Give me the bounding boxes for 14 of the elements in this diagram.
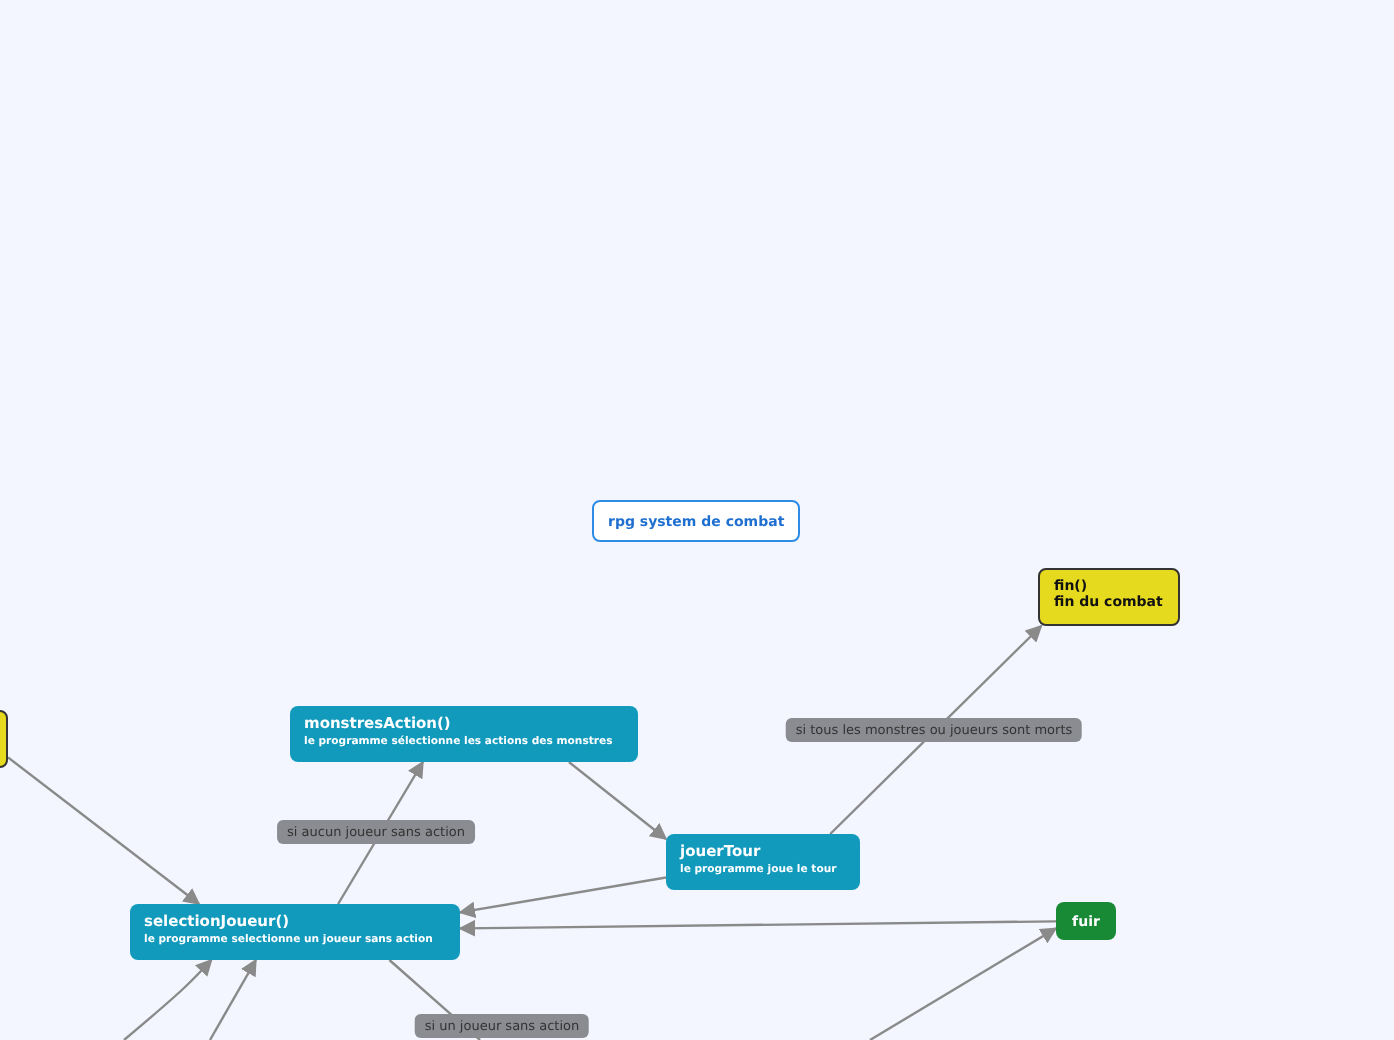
arrow <box>458 919 1056 937</box>
arrow <box>568 761 668 840</box>
arrow <box>829 624 1043 835</box>
process-box <box>290 706 638 762</box>
topic-box <box>1038 568 1180 626</box>
arrow <box>869 927 1058 1040</box>
central-topic-box <box>592 500 801 542</box>
arrow <box>458 876 667 919</box>
process-box <box>666 834 860 890</box>
process-box <box>130 904 460 960</box>
arrow <box>7 756 201 905</box>
arrow <box>208 958 257 1040</box>
option-box <box>1056 902 1116 940</box>
arrow <box>123 958 213 1040</box>
